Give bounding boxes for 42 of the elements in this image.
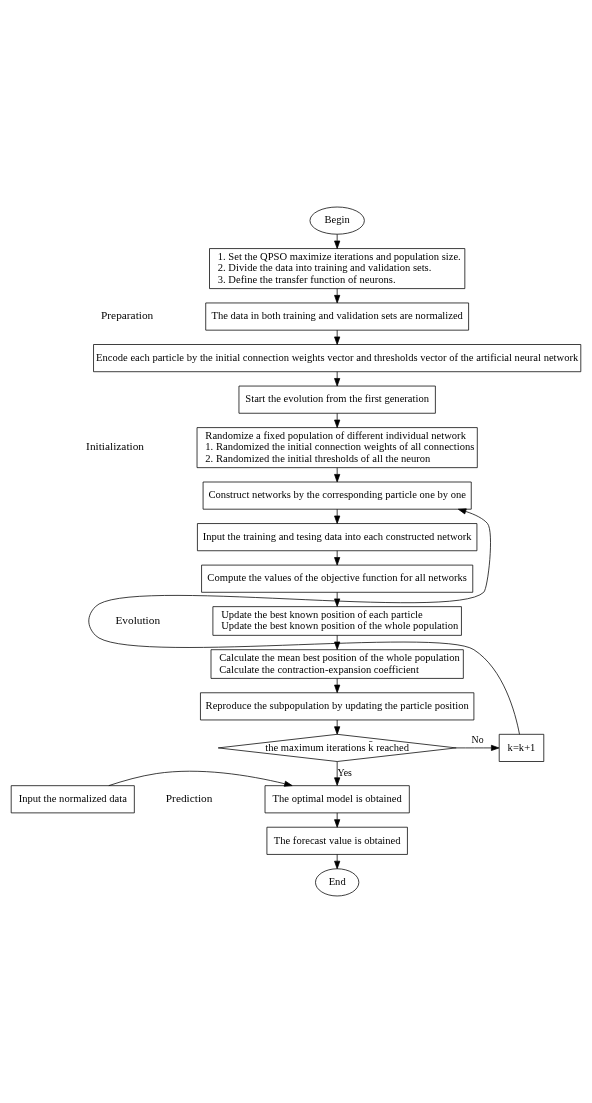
node-box: Input the training and tesing data into each constructed network xyxy=(197,523,478,552)
arrow xyxy=(334,635,341,650)
node-box: The data in both training and validation sets are normalized xyxy=(205,302,469,331)
arrow xyxy=(455,744,500,751)
edge-label: Yes xyxy=(337,767,352,779)
arrow xyxy=(334,761,341,786)
edge-label: No xyxy=(471,733,484,745)
arrow xyxy=(334,233,341,249)
node-box: Encode each particle by the initial connection weights vector and thresholds vector of the artificial neural network xyxy=(93,344,582,373)
node-box: Update the best known position of each particle Update the best known position of the whole population xyxy=(212,606,462,636)
node-box: Compute the values of the objective function for all networks xyxy=(201,564,474,593)
label: Preparation xyxy=(101,309,154,322)
arrow xyxy=(334,412,341,428)
arrow xyxy=(334,550,341,566)
node-box: k=k+1 xyxy=(498,733,545,762)
arrow xyxy=(334,329,341,345)
node-box: The optimal model is obtained xyxy=(264,785,410,814)
node-ellipse: End xyxy=(315,868,360,897)
label: Prediction xyxy=(165,791,213,804)
arrow xyxy=(334,719,341,735)
arrow xyxy=(334,371,341,387)
arrow xyxy=(334,854,341,870)
arrow xyxy=(334,678,341,693)
arrow xyxy=(334,508,341,524)
node-box: The forecast value is obtained xyxy=(266,826,408,855)
node-box: Input the normalized data xyxy=(10,785,135,814)
node-box: Reproduce the subpopulation by updating the particle position xyxy=(200,692,475,721)
node-box: 1. Set the QPSO maximize iterations and population size. 2. Divide the data into training and validation sets. 3. Define the transfer function of neurons. xyxy=(209,248,466,289)
arrow xyxy=(334,467,341,483)
arrow xyxy=(88,508,520,735)
node-ellipse: Begin xyxy=(309,206,365,235)
node-box: Randomize a fixed population of different individual network 1. Randomized the initial connection weights of all connections 2. Randomized the initial thresholds of all the neuron xyxy=(196,427,478,469)
arrow xyxy=(334,812,341,828)
arrow xyxy=(334,288,341,304)
arrow xyxy=(108,770,293,787)
label: Evolution xyxy=(115,613,161,626)
node-diamond: the maximum iterations k̄ reached xyxy=(217,733,457,762)
label: Initialization xyxy=(86,440,145,453)
node-box: Start the evolution from the first generation xyxy=(238,385,436,414)
arrow xyxy=(334,592,341,607)
node-box: Construct networks by the corresponding particle one by one xyxy=(202,481,472,510)
node-box: Calculate the mean best position of the whole population Calculate the contraction-expansion coefficient xyxy=(210,649,464,679)
